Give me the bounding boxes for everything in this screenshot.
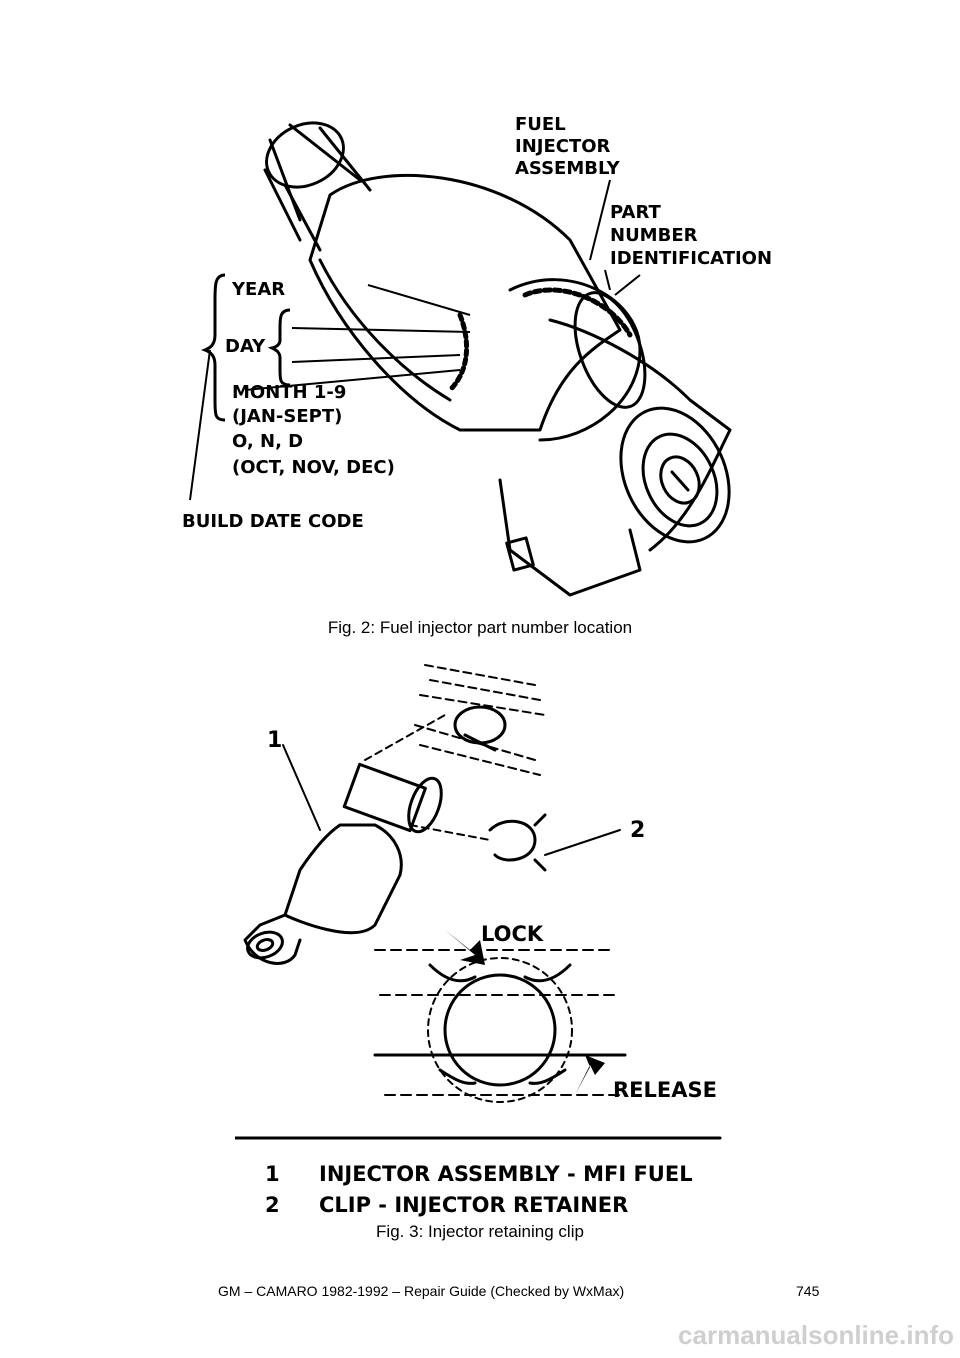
figure-2-illustration: FUEL INJECTOR ASSEMBLY PART NUMBER IDENT… [170, 100, 800, 615]
legend-text-2: CLIP - INJECTOR RETAINER [319, 1193, 628, 1217]
callout-2: 2 [630, 818, 645, 843]
legend-num-2: 2 [265, 1193, 280, 1217]
label-day: DAY [225, 336, 266, 357]
label-year: YEAR [231, 279, 285, 300]
label-release: RELEASE [613, 1078, 717, 1102]
label-fuel-line1: FUEL [515, 114, 566, 135]
label-lock: LOCK [481, 922, 544, 946]
legend-num-1: 1 [265, 1162, 280, 1186]
footer-page-number: 745 [796, 1283, 820, 1299]
label-part-line2: NUMBER [610, 225, 698, 246]
label-month-line1: MONTH 1-9 [232, 382, 346, 403]
label-build-date-code: BUILD DATE CODE [182, 511, 364, 532]
site-watermark: carmanualsonline.info [678, 1320, 954, 1350]
legend-text-1: INJECTOR ASSEMBLY - MFI FUEL [319, 1162, 693, 1186]
label-month-line3: O, N, D [232, 431, 303, 452]
figure-3-illustration: 1 2 LOCK RELEASE 1 INJECTOR ASSEMBLY - M… [235, 655, 725, 1220]
label-part-line3: IDENTIFICATION [610, 248, 772, 269]
fuel-injector-diagram: FUEL INJECTOR ASSEMBLY PART NUMBER IDENT… [182, 114, 772, 597]
label-fuel-line2: INJECTOR [515, 136, 611, 157]
label-month-line4: (OCT, NOV, DEC) [232, 457, 395, 478]
label-part-line1: PART [610, 202, 662, 223]
injector-clip-diagram: 1 2 LOCK RELEASE 1 INJECTOR ASSEMBLY - M… [235, 664, 722, 1217]
label-fuel-line3: ASSEMBLY [515, 158, 621, 179]
label-month-line2: (JAN-SEPT) [232, 406, 342, 427]
figure-2-caption: Fig. 2: Fuel injector part number locati… [327, 618, 633, 637]
figure-3-caption: Fig. 3: Injector retaining clip [376, 1222, 584, 1241]
callout-1: 1 [267, 728, 282, 753]
footer-guide-title: GM – CAMARO 1982-1992 – Repair Guide (Ch… [218, 1283, 625, 1299]
